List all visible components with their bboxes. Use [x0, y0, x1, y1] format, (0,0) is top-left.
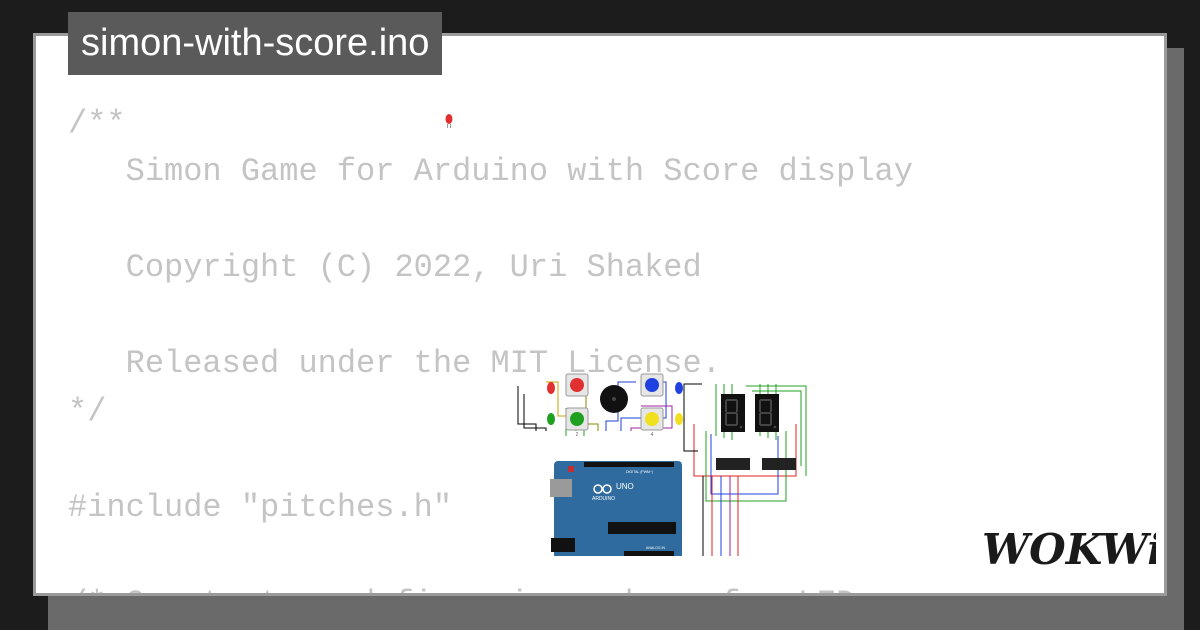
- buzzer-icon: [600, 385, 628, 413]
- button-green: [565, 407, 589, 431]
- button-number: 4: [651, 432, 654, 438]
- shift-register-chip: [762, 458, 796, 470]
- shift-register-chip: [716, 458, 750, 470]
- code-line: /**: [68, 105, 126, 142]
- button-red: [565, 373, 589, 397]
- arduino-uno-board: DIGITAL (PWM~) ANALOG IN UNO ARDUINO: [550, 461, 682, 556]
- led-green-icon: [547, 413, 555, 425]
- code-line: */: [68, 393, 107, 430]
- seven-segment-display-tens: [721, 394, 745, 432]
- button-yellow: [640, 407, 664, 431]
- button-blue: [640, 373, 664, 397]
- led-red-icon: [547, 382, 555, 394]
- stray-red-led-icon: [445, 114, 453, 128]
- code-line: #include "pitches.h": [68, 489, 453, 526]
- code-preview: /** Simon Game for Arduino with Score di…: [68, 100, 913, 593]
- code-line: Released under the MIT License.: [68, 345, 721, 382]
- wokwi-logo-text: WOKWi: [982, 525, 1156, 574]
- board-model-label: UNO: [616, 482, 634, 491]
- analog-header-label: ANALOG IN: [646, 546, 666, 550]
- led-yellow-icon: [675, 413, 683, 425]
- digital-header-label: DIGITAL (PWM~): [626, 470, 653, 474]
- simon-circuit-diagram: 2 4: [517, 373, 807, 556]
- code-line: Copyright (C) 2022, Uri Shaked: [68, 249, 702, 286]
- button-number: 2: [576, 432, 579, 438]
- file-title-tab: simon-with-score.ino: [68, 12, 443, 75]
- code-line: Simon Game for Arduino with Score displa…: [68, 153, 913, 190]
- code-preview-card: /** Simon Game for Arduino with Score di…: [33, 33, 1167, 596]
- code-line: /* Constants - define pin numbers for LE…: [68, 585, 894, 593]
- seven-segment-display-ones: [755, 394, 779, 432]
- board-brand-label: ARDUINO: [592, 496, 615, 502]
- led-blue-icon: [675, 382, 683, 394]
- wokwi-logo: WOKWi: [982, 525, 1156, 574]
